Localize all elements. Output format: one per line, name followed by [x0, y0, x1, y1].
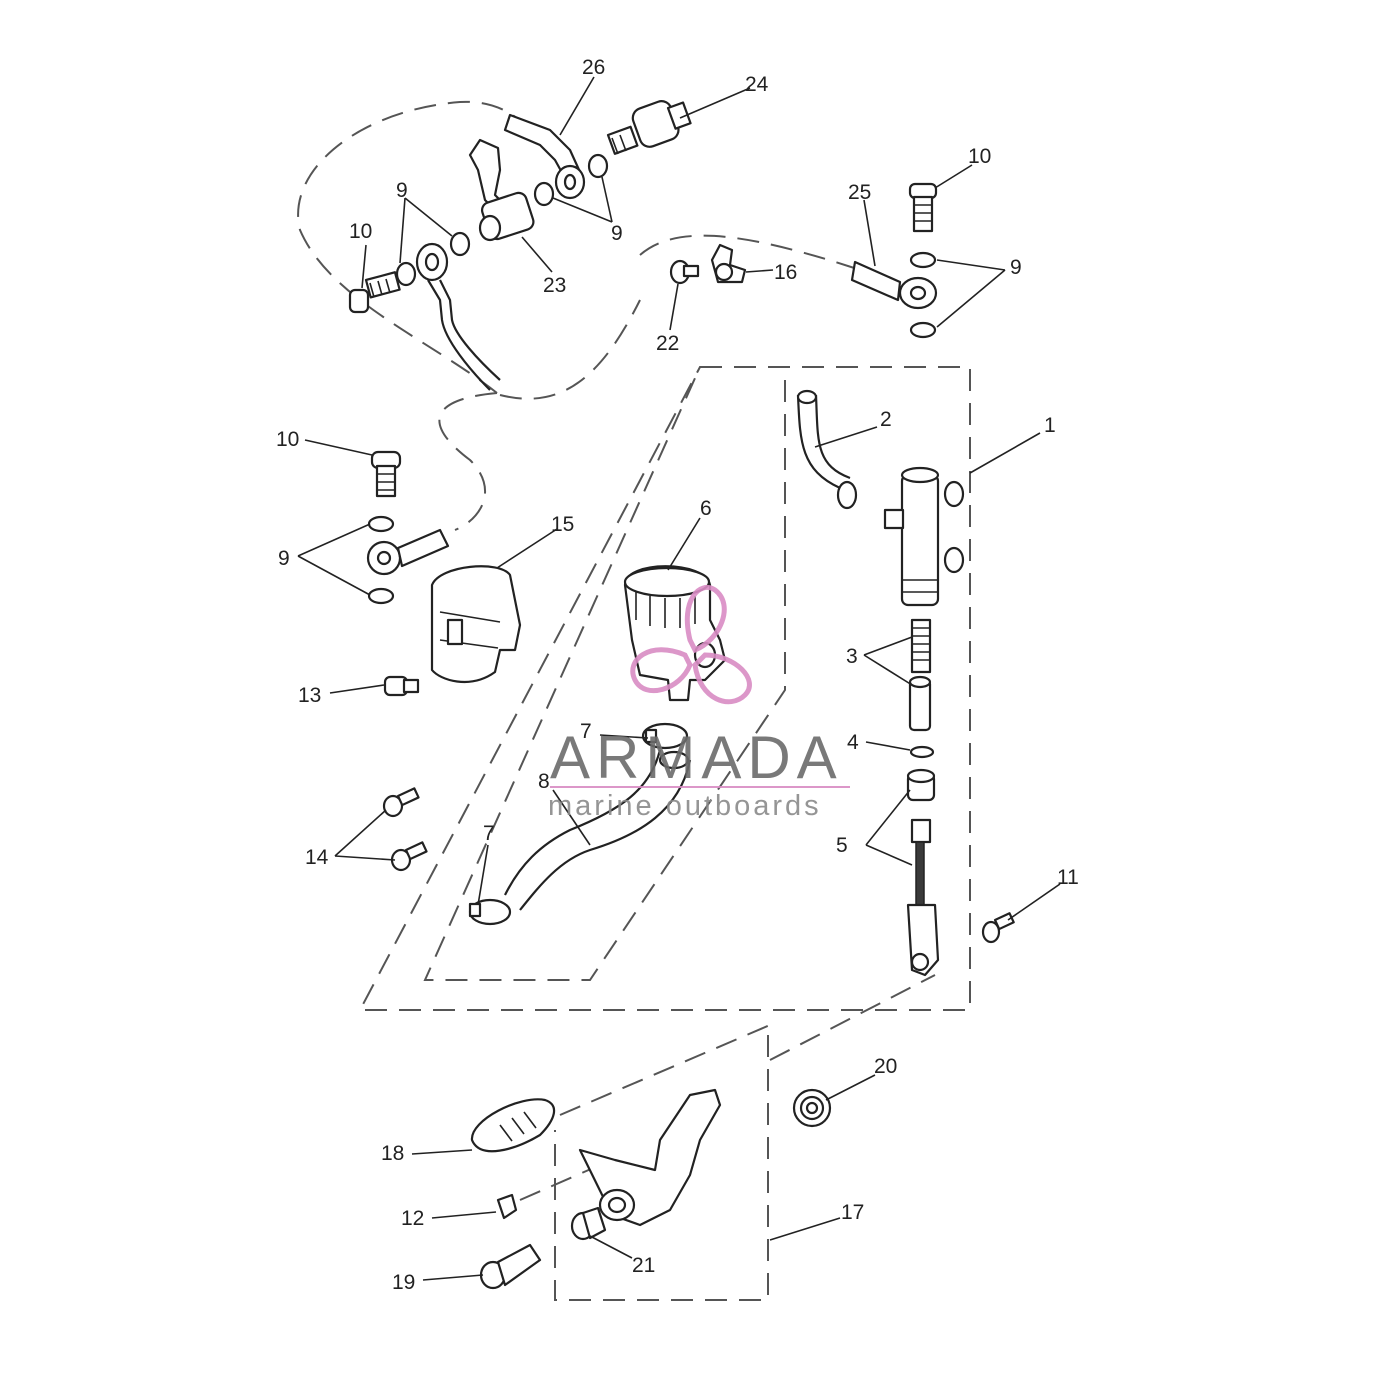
- screw-14b: [390, 841, 428, 872]
- logo-blade-3: [692, 652, 752, 705]
- banjo-bolt-mid-left: [370, 450, 402, 498]
- hose-fitting-25: [850, 260, 938, 310]
- callout-14: 14: [305, 846, 329, 869]
- left-banjo-assembly: [366, 450, 450, 605]
- callout-22: 22: [656, 332, 679, 355]
- screw-22: [669, 259, 700, 285]
- pin-11: [981, 912, 1015, 944]
- hose-fitting-left: [366, 528, 450, 576]
- callout-4: 4: [847, 731, 859, 754]
- callout-23: 23: [543, 274, 566, 297]
- banjo-bolt-right: [908, 182, 938, 233]
- union-body-23: [468, 138, 535, 242]
- leader-lines: [297, 76, 1061, 1281]
- banjo-bolt-left: [348, 271, 401, 314]
- brake-pedal: [578, 1088, 722, 1227]
- piston-3: [908, 675, 932, 732]
- callout-10-left: 10: [349, 220, 372, 243]
- screw-14a: [382, 787, 420, 818]
- screw-13: [383, 675, 420, 697]
- callout-20: 20: [874, 1055, 897, 1078]
- callout-21: 21: [632, 1254, 655, 1277]
- hose-banjo-left: [415, 242, 501, 391]
- reservoir-6: [623, 565, 727, 702]
- callout-26: 26: [582, 56, 605, 79]
- callout-6: 6: [700, 497, 712, 520]
- hose-8: [504, 749, 692, 911]
- washer-9b: [449, 231, 471, 257]
- pedal-link-line-3: [519, 1164, 601, 1201]
- logo-blade-2: [630, 647, 693, 694]
- clamp-7-bottom: [468, 898, 512, 926]
- hose-fitting-26: [503, 113, 586, 200]
- spring-20: [792, 1088, 832, 1128]
- washer-left-top: [367, 515, 395, 533]
- bush-21: [570, 1206, 607, 1241]
- watermark-subtitle: marine outboards: [548, 790, 822, 822]
- right-hose-assembly: [850, 182, 938, 339]
- propeller-logo-icon: [630, 585, 752, 705]
- callout-1: 1: [1044, 414, 1056, 437]
- callout-16: 16: [774, 261, 797, 284]
- reservoir-group-outline: [358, 366, 971, 1011]
- callout-25: 25: [848, 181, 871, 204]
- callout-3: 3: [846, 645, 858, 668]
- callout-8: 8: [538, 770, 550, 793]
- washer-left-bottom: [367, 587, 395, 605]
- clip-12: [496, 1193, 518, 1220]
- callout-9-right: 9: [1010, 256, 1022, 279]
- master-cylinder-1: [883, 466, 965, 607]
- hose-2: [796, 389, 858, 510]
- spring-3: [910, 618, 932, 674]
- washer-9a: [395, 261, 417, 287]
- logo-blade-1: [684, 585, 727, 654]
- brake-light-switch-24: [606, 100, 692, 155]
- callout-5: 5: [836, 834, 848, 857]
- reservoir-inner-outline: [423, 366, 786, 981]
- washer-right-bottom: [909, 321, 937, 339]
- callout-7-top: 7: [580, 720, 592, 743]
- circlip-4: [909, 745, 935, 759]
- washer-9c: [533, 181, 555, 207]
- callout-7-bottom: 7: [483, 822, 495, 845]
- callout-10-mid: 10: [276, 428, 299, 451]
- callout-13: 13: [298, 684, 321, 707]
- top-hose-assembly: [348, 100, 692, 391]
- footrest-rubber-18: [470, 1098, 556, 1153]
- screws-14: [382, 787, 428, 872]
- callout-19: 19: [392, 1271, 415, 1294]
- washer-9d: [587, 153, 609, 179]
- watermark: ARMADA marine outboards: [548, 585, 850, 822]
- pedal-link-line-2: [769, 974, 936, 1061]
- clip-16: [710, 243, 747, 284]
- pushrod-5: [906, 768, 940, 977]
- pivot-bolt-19: [479, 1243, 542, 1290]
- pedal-link-line-1: [559, 1024, 771, 1116]
- callout-11: 11: [1057, 866, 1079, 889]
- callout-17: 17: [841, 1201, 864, 1224]
- watermark-title: ARMADA: [550, 724, 843, 791]
- callout-9-top-right: 9: [611, 222, 623, 245]
- washer-right-top: [909, 251, 937, 269]
- cover-15: [430, 565, 522, 683]
- pedal-group-outline: [554, 1035, 769, 1301]
- callout-2: 2: [880, 408, 892, 431]
- hose-route-outline: [297, 100, 891, 531]
- callout-9-top-left: 9: [396, 179, 408, 202]
- callout-9-mid: 9: [278, 547, 290, 570]
- callout-12: 12: [401, 1207, 424, 1230]
- callout-15: 15: [551, 513, 574, 536]
- clamp-7-top: [641, 722, 689, 750]
- callout-labels: 1 2 3 4 5 6 7 8 7 10 9 15 13 14 11 20 18…: [276, 56, 1079, 1294]
- assembly-outlines: [297, 100, 971, 1301]
- callout-10-right: 10: [968, 145, 991, 168]
- callout-24: 24: [745, 73, 769, 96]
- callout-18: 18: [381, 1142, 404, 1165]
